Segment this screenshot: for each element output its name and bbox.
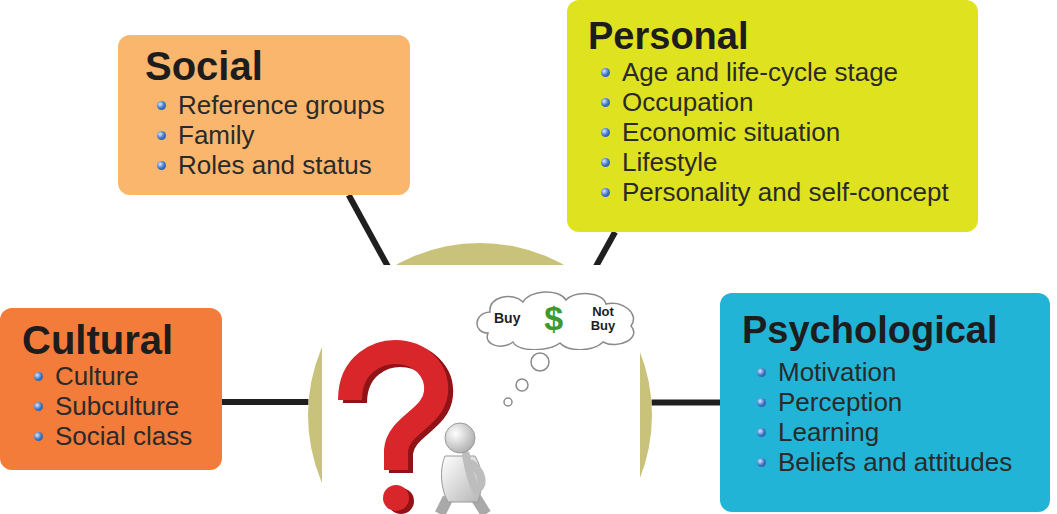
bullet-dot (757, 398, 766, 407)
factor-item: Motivation (778, 357, 1034, 387)
item-text: Roles and status (178, 150, 372, 180)
factor-heading: Cultural (22, 319, 206, 361)
item-text: Lifestyle (622, 147, 717, 177)
factor-box: SocialReference groupsFamilyRoles and st… (118, 35, 410, 195)
item-text: Occupation (622, 87, 754, 117)
center-circle: Buy $ Not Buy (308, 243, 652, 514)
factor-item: Subculture (55, 391, 206, 421)
item-text: Economic situation (622, 117, 840, 147)
factor-heading: Psychological (742, 309, 1034, 351)
factor-item: Age and life-cycle stage (622, 57, 962, 87)
item-text: Culture (55, 361, 139, 391)
bullet-dot (601, 128, 610, 137)
thought-cloud: Buy $ Not Buy (468, 288, 643, 350)
factor-item: Perception (778, 387, 1034, 417)
item-text: Perception (778, 387, 902, 417)
factor-item: Lifestyle (622, 147, 962, 177)
factor-item: Economic situation (622, 117, 962, 147)
factor-item: Beliefs and attitudes (778, 447, 1034, 477)
factor-item: Roles and status (178, 150, 394, 180)
bullet-dot (757, 458, 766, 467)
circle-fill (308, 243, 652, 514)
bullet-dot (601, 158, 610, 167)
item-text: Family (178, 120, 255, 150)
cloud-text: Not Buy (587, 305, 619, 334)
item-text: Subculture (55, 391, 179, 421)
connector-line (588, 232, 615, 281)
bullet-dot (601, 188, 610, 197)
factor-heading: Social (145, 45, 394, 87)
circle-outline (308, 243, 652, 514)
cloud-text: Buy (494, 311, 520, 326)
factor-item: Social class (55, 421, 206, 451)
item-text: Age and life-cycle stage (622, 57, 898, 87)
connector-line (349, 195, 390, 269)
bullet-dot (34, 372, 43, 381)
cloud-path (477, 292, 634, 350)
factor-item: Family (178, 120, 394, 150)
item-text: Reference groups (178, 90, 385, 120)
factor-heading: Personal (588, 15, 962, 57)
bullet-dot (34, 402, 43, 411)
factor-item: Reference groups (178, 90, 394, 120)
connector-line (222, 399, 308, 405)
cloud-text: $ (544, 300, 563, 337)
factor-item: Learning (778, 417, 1034, 447)
bullet-dot (157, 131, 166, 140)
factor-item: Culture (55, 361, 206, 391)
item-text: Learning (778, 417, 879, 447)
factor-item: Occupation (622, 87, 962, 117)
factor-item: Personality and self-concept (622, 177, 962, 207)
item-text: Social class (55, 421, 192, 451)
item-text: Motivation (778, 357, 897, 387)
bullet-dot (34, 432, 43, 441)
factor-box: PsychologicalMotivationPerceptionLearnin… (720, 293, 1050, 512)
bullet-dot (601, 68, 610, 77)
bullet-dot (757, 428, 766, 437)
connector-line (652, 400, 720, 406)
bullet-dot (757, 368, 766, 377)
factor-box: CulturalCultureSubcultureSocial class (0, 308, 222, 470)
bullet-dot (157, 101, 166, 110)
bullet-dot (601, 98, 610, 107)
factor-box: PersonalAge and life-cycle stageOccupati… (567, 0, 978, 232)
bullet-dot (157, 161, 166, 170)
item-text: Personality and self-concept (622, 177, 949, 207)
item-text: Beliefs and attitudes (778, 447, 1012, 477)
